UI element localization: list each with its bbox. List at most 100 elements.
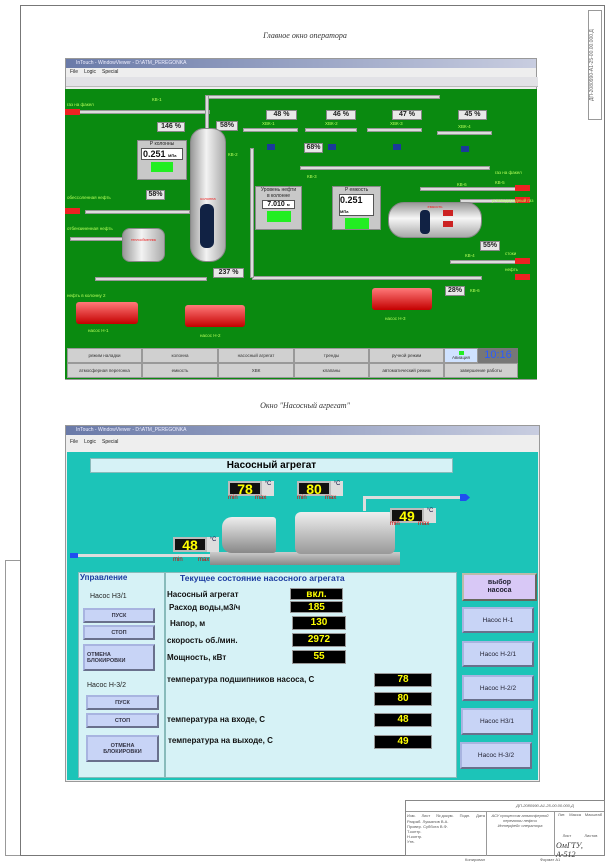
- pump-n1-label: насос Н-1: [88, 328, 109, 333]
- group1-stop-button[interactable]: СТОП: [83, 625, 155, 640]
- hvk4-label: ХВК-4: [458, 124, 471, 129]
- flare-pipe: [75, 110, 210, 114]
- button-auto-mode[interactable]: автоматический режим: [369, 363, 444, 378]
- control-title: Управление: [80, 573, 128, 582]
- menu-file[interactable]: File: [70, 439, 79, 445]
- min-label: min: [297, 495, 307, 501]
- divider: [554, 811, 555, 856]
- button-pump-unit[interactable]: насосный агрегат: [218, 348, 294, 363]
- button-tank[interactable]: емкость: [142, 363, 218, 378]
- hvk3-label: ХВК-3: [390, 121, 403, 126]
- temp-outlet-value: 49: [374, 735, 432, 749]
- menu-logic[interactable]: Logic: [84, 69, 97, 75]
- button-setup-mode[interactable]: режим наладки: [67, 348, 142, 363]
- caption-main-window: Главное окно оператора: [263, 31, 347, 40]
- group2-stop-button[interactable]: СТОП: [86, 713, 159, 728]
- column-label: колонна: [200, 196, 216, 201]
- param-value-flow: 185: [290, 601, 343, 613]
- group2-start-button[interactable]: ПУСК: [86, 695, 159, 710]
- status-indicator: [151, 162, 173, 172]
- column-pressure-value: 0.251 МПа: [141, 148, 183, 160]
- status-indicator: [266, 211, 291, 222]
- alarm-led-icon: [458, 351, 464, 355]
- unit: °C: [331, 481, 343, 496]
- pump-n2-label: насос Н-2: [200, 333, 221, 338]
- param-label: Напор, м: [170, 619, 206, 628]
- hvk3-load: 47 %: [392, 110, 422, 120]
- group1-start-button[interactable]: ПУСК: [83, 608, 155, 623]
- max-label: max: [325, 495, 337, 501]
- unit: °C: [207, 537, 219, 552]
- button-column[interactable]: колонна: [142, 348, 218, 363]
- param-label: Мощность, кВт: [167, 653, 227, 662]
- clock: 10:16: [478, 348, 518, 363]
- pipe: [420, 187, 520, 191]
- max-label: max: [418, 521, 430, 527]
- pump-n1[interactable]: [76, 302, 138, 324]
- bottom-level: 237 %: [213, 268, 244, 278]
- valve-kv3-label: КВ-3: [307, 174, 317, 179]
- temp-bearing2-value: 80: [374, 692, 432, 706]
- temp-bearing1-value: 78: [374, 673, 432, 687]
- temp-inlet-value: 48: [374, 713, 432, 727]
- pump-n3[interactable]: [372, 288, 432, 310]
- pipe: [205, 95, 209, 130]
- tank-pressure-value: 0.251 МПа: [339, 194, 374, 216]
- pipe: [450, 260, 520, 264]
- kv4-opening: 55%: [480, 241, 500, 251]
- divider: [406, 811, 604, 812]
- tank-label: емкость: [427, 204, 443, 209]
- button-hvk[interactable]: ХВК: [218, 363, 294, 378]
- kv3-opening: 68%: [304, 143, 323, 153]
- menu-special[interactable]: Special: [102, 439, 119, 445]
- button-atmospheric-distillation[interactable]: атмосферная перегонка: [67, 363, 142, 378]
- select-pump-n2-1[interactable]: Насос Н-2/1: [462, 641, 534, 667]
- lower-collector-pipe: [300, 166, 490, 170]
- arrow-inlet-icon: [70, 553, 78, 558]
- group1-title: Насос Н3/1: [90, 593, 127, 600]
- pump-n2[interactable]: [185, 305, 245, 327]
- menu-file[interactable]: File: [70, 69, 79, 75]
- signatures: Разраб. Лукьянов В.А.Провер. Суббота В.Ф…: [407, 819, 449, 844]
- hvk1-label: ХВК-1: [262, 121, 275, 126]
- document-code: ДП-2080990-А1-25-00.00.000.Д: [516, 803, 574, 808]
- select-pump-n2-2[interactable]: Насос Н-2/2: [462, 675, 534, 701]
- menu-logic[interactable]: Logic: [84, 439, 97, 445]
- button-trends[interactable]: тренды: [294, 348, 369, 363]
- label-topped-oil: отбензиненная нефть: [67, 226, 113, 231]
- feed-pipe: [85, 210, 190, 214]
- select-pump-n3-2[interactable]: Насос Н-3/2: [460, 742, 532, 769]
- button-exit[interactable]: завершение работы: [444, 363, 518, 378]
- fan-motor-icon: [461, 146, 469, 152]
- button-valves[interactable]: клапаны: [294, 363, 369, 378]
- arrow-right-icon: [515, 197, 530, 203]
- arrow-right-icon: [515, 274, 530, 280]
- divider: [486, 811, 487, 856]
- button-alarm[interactable]: Авиация: [444, 348, 478, 363]
- valve-kv-e-label: КВ-6: [457, 182, 467, 187]
- label-gas-flare: газ на факел: [67, 102, 94, 107]
- bearing1-temp: 78: [228, 481, 262, 496]
- valve-kv4-label: КВ-4: [465, 253, 475, 258]
- label-gas-flare-2: газ на факел: [495, 170, 522, 175]
- select-pump-n1[interactable]: Насос Н-1: [462, 607, 534, 633]
- hvk3-cooler: [367, 128, 422, 132]
- select-pump-n3-1[interactable]: Насос Н3/1: [461, 708, 533, 735]
- menu-special[interactable]: Special: [102, 69, 119, 75]
- electric-motor: [222, 517, 276, 553]
- max-label: max: [198, 557, 210, 563]
- outlet-temp: 49: [390, 508, 424, 523]
- button-manual-mode[interactable]: ручной режим: [369, 348, 444, 363]
- pipe: [70, 237, 125, 241]
- arrow-left-icon: [65, 109, 80, 115]
- max-label: max: [255, 495, 267, 501]
- fan-motor-icon: [393, 144, 401, 150]
- bearing2-temp: 80: [297, 481, 331, 496]
- label-desalted-oil: обессоленная нефть: [67, 195, 111, 200]
